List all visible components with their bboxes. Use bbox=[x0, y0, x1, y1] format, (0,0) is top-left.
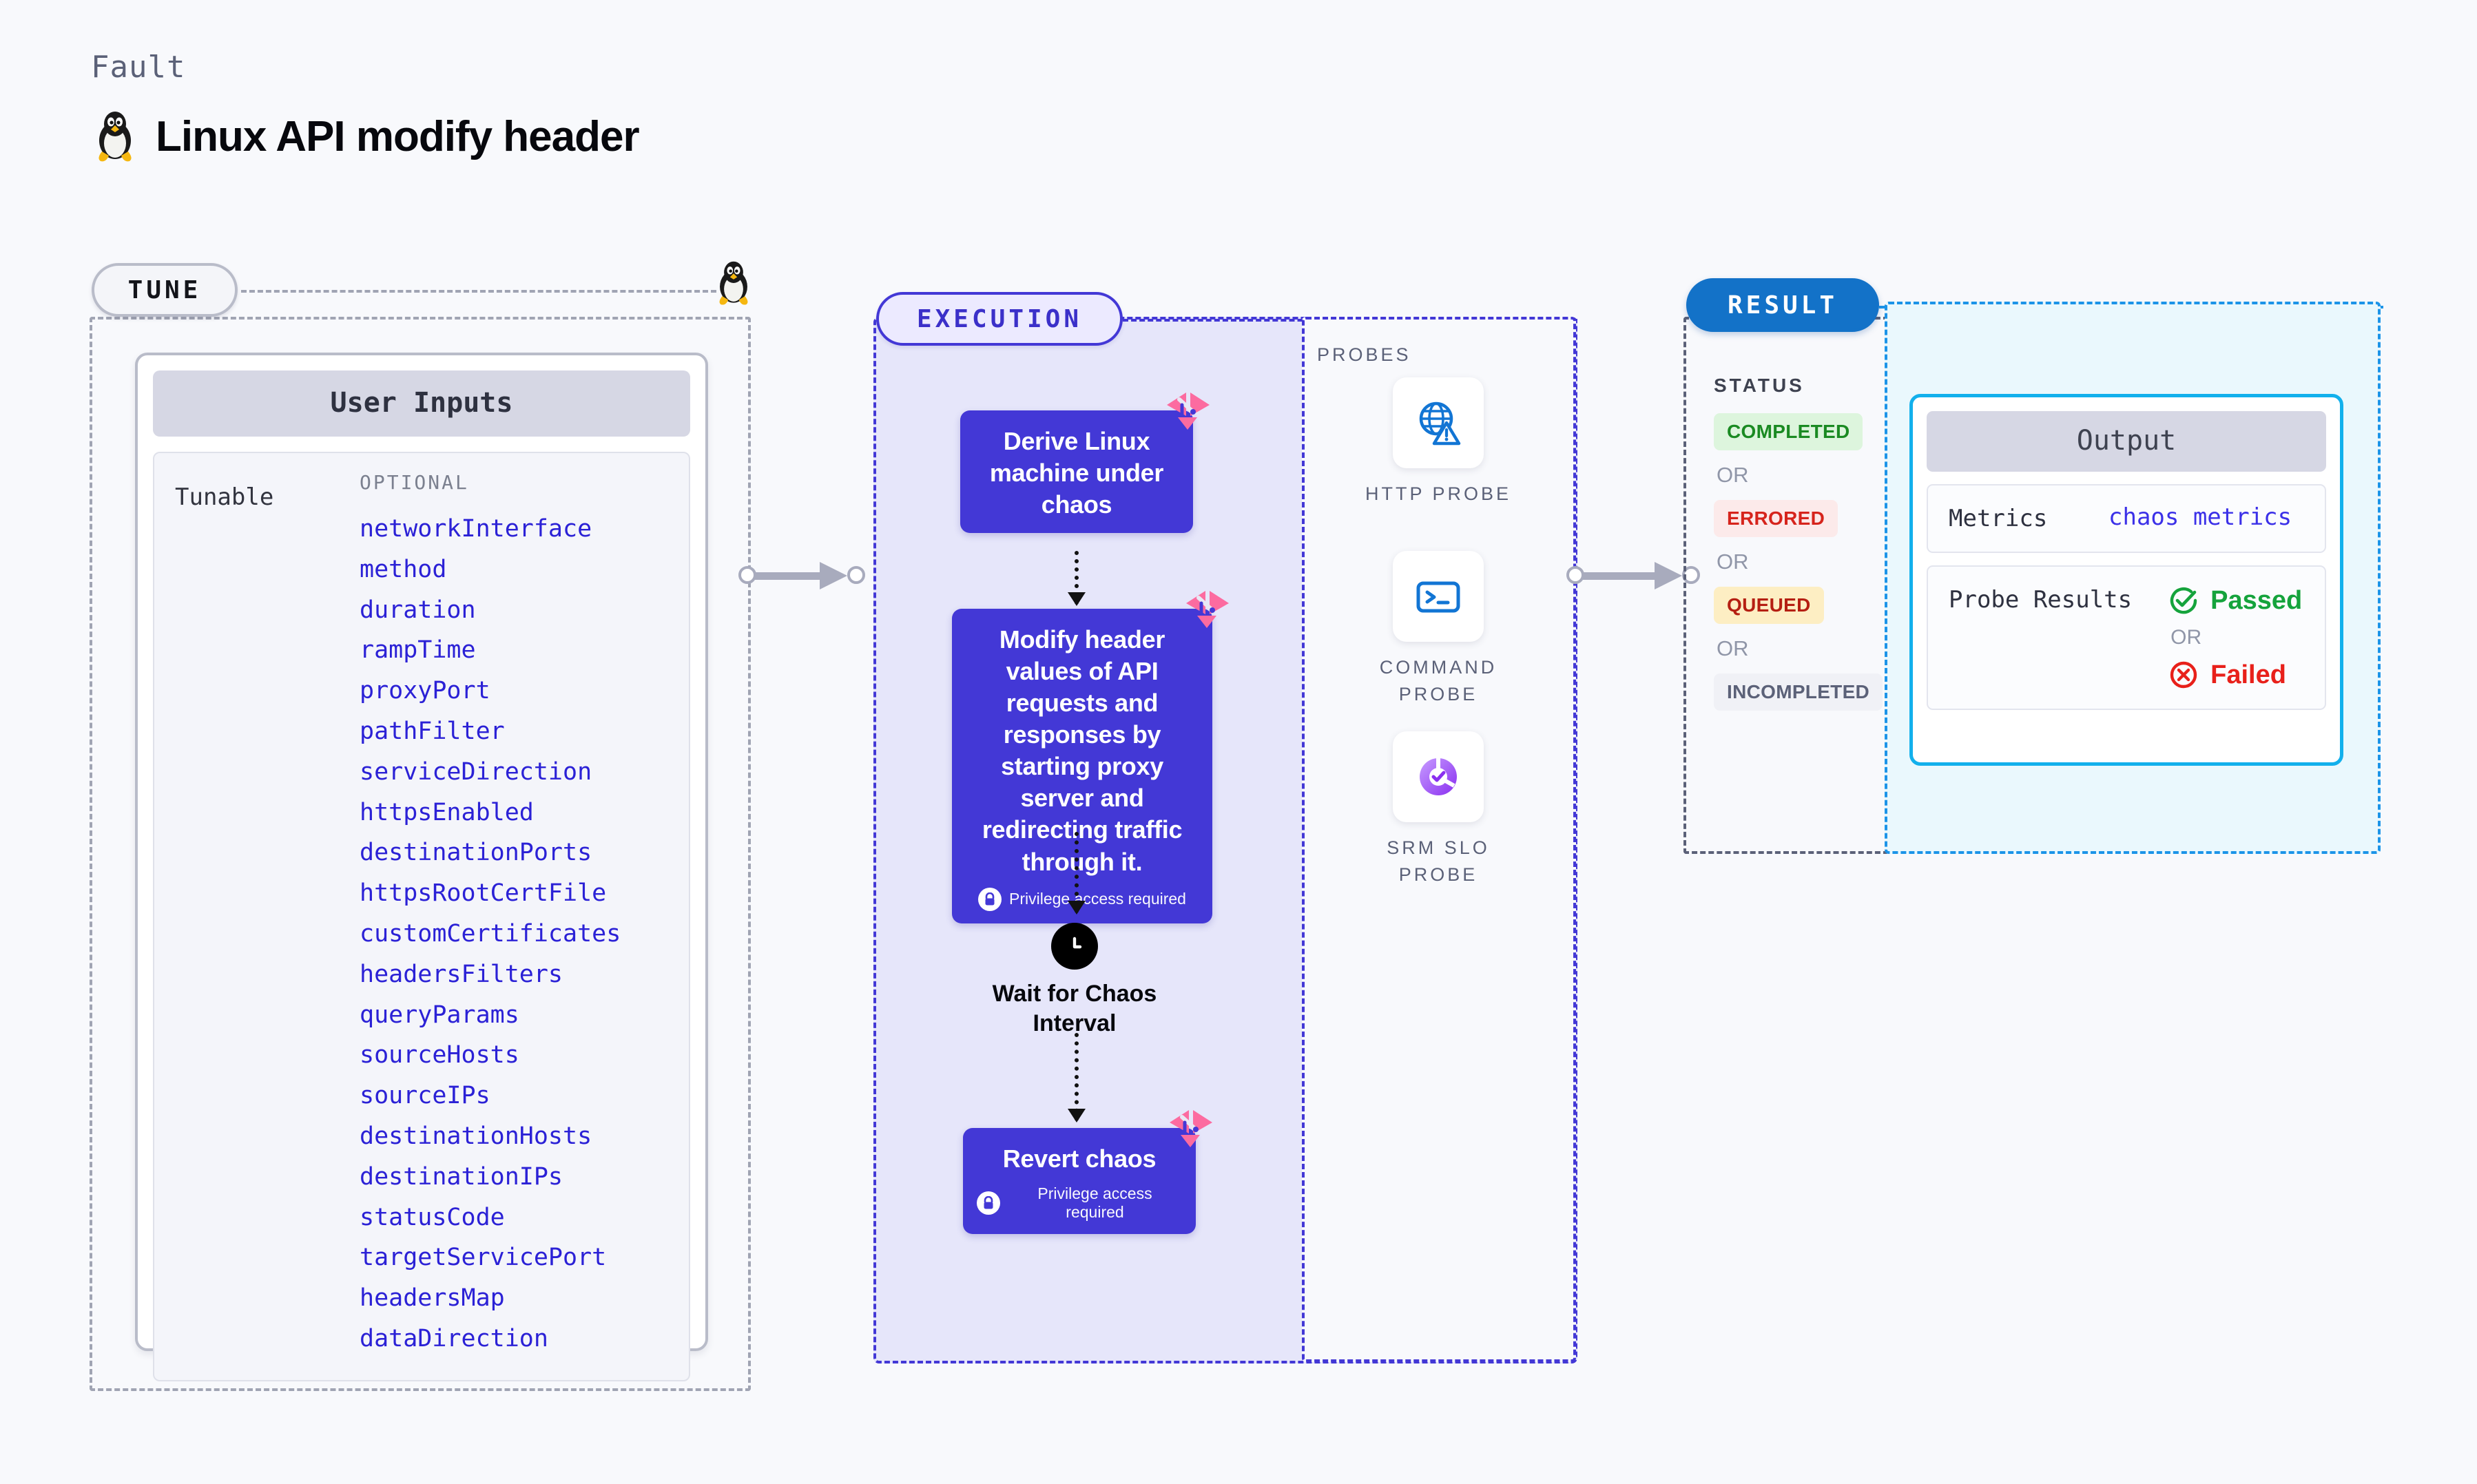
page-title: Linux API modify header bbox=[156, 112, 640, 160]
passed-label: Passed bbox=[2210, 585, 2303, 615]
probe-http[interactable]: HTTP PROBE bbox=[1362, 377, 1514, 508]
privilege-text: Privilege access required bbox=[1037, 1184, 1152, 1222]
status-or-3: OR bbox=[1717, 636, 1749, 660]
execution-step-modify-header[interactable]: Modify header values of API requests and… bbox=[952, 591, 1229, 923]
tunable-group-label: Tunable bbox=[175, 483, 274, 511]
status-badge-errored: ERRORED bbox=[1714, 500, 1838, 537]
x-circle-icon bbox=[2170, 661, 2197, 689]
param-destinationIPs[interactable]: destinationIPs bbox=[360, 1162, 563, 1191]
status-badge-completed: COMPLETED bbox=[1714, 413, 1863, 450]
stage-pill-tune[interactable]: TUNE bbox=[92, 263, 238, 317]
failed-label: Failed bbox=[2210, 660, 2286, 689]
param-dataDirection[interactable]: dataDirection bbox=[360, 1324, 548, 1352]
output-probe-results-row: Probe Results Passed OR Failed bbox=[1927, 565, 2326, 711]
probe-command[interactable]: COMMAND PROBE bbox=[1362, 551, 1514, 708]
probe-results-values: Passed OR Failed bbox=[2168, 585, 2302, 691]
param-destinationHosts[interactable]: destinationHosts bbox=[360, 1122, 592, 1150]
param-targetServicePort[interactable]: targetServicePort bbox=[360, 1244, 607, 1272]
privilege-badge: Privilege access required bbox=[977, 1184, 1182, 1222]
execution-arrow-2 bbox=[1068, 832, 1086, 915]
output-card: Output Metrics chaos metrics Probe Resul… bbox=[1909, 394, 2343, 766]
param-networkInterface[interactable]: networkInterface bbox=[360, 515, 592, 543]
tune-linux-penguin-icon bbox=[715, 260, 752, 306]
param-rampTime[interactable]: rampTime bbox=[360, 636, 476, 665]
user-inputs-card: User Inputs Tunable OPTIONAL networkInte… bbox=[135, 353, 708, 1381]
param-sourceHosts[interactable]: sourceHosts bbox=[360, 1041, 519, 1069]
status-list: COMPLETED OR ERRORED OR QUEUED OR INCOMP… bbox=[1714, 413, 1883, 711]
param-pathFilter[interactable]: pathFilter bbox=[360, 717, 505, 745]
connector-tune-to-execution bbox=[737, 562, 875, 589]
output-title: Output bbox=[1927, 411, 2326, 472]
globe-warning-icon bbox=[1393, 377, 1484, 468]
probes-title: PROBES bbox=[1317, 344, 1411, 365]
execution-step-title: Modify header values of API requests and… bbox=[982, 625, 1183, 876]
lock-icon bbox=[977, 1191, 1000, 1215]
param-httpsEnabled[interactable]: httpsEnabled bbox=[360, 798, 534, 826]
privilege-text: Privilege access required bbox=[1009, 890, 1186, 908]
param-sourceIPs[interactable]: sourceIPs bbox=[360, 1082, 490, 1110]
probes-panel bbox=[1302, 317, 1576, 1362]
param-serviceDirection[interactable]: serviceDirection bbox=[360, 757, 592, 786]
privilege-badge: Privilege access required bbox=[966, 887, 1199, 911]
page-title-row: Linux API modify header bbox=[94, 110, 640, 163]
probe-result-or: OR bbox=[2170, 626, 2202, 649]
execution-arrow-3 bbox=[1068, 1033, 1086, 1122]
status-or-2: OR bbox=[1717, 550, 1749, 574]
output-metrics-row: Metrics chaos metrics bbox=[1927, 484, 2326, 554]
execution-step-title: Revert chaos bbox=[1002, 1145, 1157, 1173]
param-method[interactable]: method bbox=[360, 555, 447, 583]
clock-icon bbox=[1051, 923, 1098, 970]
param-headersMap[interactable]: headersMap bbox=[360, 1284, 505, 1313]
check-circle-icon bbox=[2170, 587, 2197, 614]
linux-penguin-icon bbox=[94, 110, 136, 163]
terminal-icon bbox=[1393, 551, 1484, 642]
param-proxyPort[interactable]: proxyPort bbox=[360, 677, 490, 705]
slo-donut-icon bbox=[1393, 731, 1484, 822]
probe-result-passed: Passed bbox=[2168, 585, 2302, 616]
probe-results-key: Probe Results bbox=[1949, 586, 2133, 614]
user-inputs-body: Tunable OPTIONAL networkInterface method… bbox=[153, 452, 690, 1381]
param-duration[interactable]: duration bbox=[360, 596, 476, 624]
param-destinationPorts[interactable]: destinationPorts bbox=[360, 839, 592, 867]
lock-icon bbox=[978, 887, 1002, 911]
tune-panel bbox=[90, 317, 751, 1391]
param-statusCode[interactable]: statusCode bbox=[360, 1203, 505, 1231]
status-badge-incompleted: INCOMPLETED bbox=[1714, 673, 1883, 711]
probe-srm-slo[interactable]: SRM SLO PROBE bbox=[1362, 731, 1514, 888]
status-badge-queued: QUEUED bbox=[1714, 587, 1824, 624]
execution-arrow-1 bbox=[1068, 551, 1086, 606]
tunable-parameter-list: OPTIONAL networkInterface method duratio… bbox=[360, 471, 668, 1359]
metrics-value-link[interactable]: chaos metrics bbox=[2108, 503, 2292, 531]
execution-step-derive-machine[interactable]: Derive Linux machine under chaos bbox=[960, 393, 1210, 534]
optional-label: OPTIONAL bbox=[360, 471, 469, 494]
user-inputs-title: User Inputs bbox=[153, 370, 690, 437]
wait-for-chaos-interval-node: Wait for Chaos Interval bbox=[985, 923, 1164, 1038]
tune-dashed-connector bbox=[241, 290, 716, 293]
probe-label: HTTP PROBE bbox=[1365, 483, 1512, 504]
metrics-key: Metrics bbox=[1949, 505, 2048, 532]
param-httpsRootCertFile[interactable]: httpsRootCertFile bbox=[360, 879, 607, 908]
probe-label: SRM SLO PROBE bbox=[1387, 837, 1490, 886]
stage-pill-execution[interactable]: EXECUTION bbox=[876, 292, 1123, 346]
stage-pill-result[interactable]: RESULT bbox=[1686, 278, 1879, 332]
param-customCertificates[interactable]: customCertificates bbox=[360, 919, 621, 948]
param-headersFilters[interactable]: headersFilters bbox=[360, 960, 563, 988]
status-title: STATUS bbox=[1714, 375, 1805, 396]
execution-step-revert-chaos[interactable]: Revert chaos Privilege access required bbox=[963, 1110, 1212, 1235]
status-or-1: OR bbox=[1717, 463, 1749, 487]
param-queryParams[interactable]: queryParams bbox=[360, 1001, 519, 1029]
page-eyebrow: Fault bbox=[91, 50, 186, 85]
execution-step-title: Derive Linux machine under chaos bbox=[989, 427, 1164, 519]
wait-node-label: Wait for Chaos Interval bbox=[992, 981, 1157, 1036]
probe-label: COMMAND PROBE bbox=[1379, 657, 1497, 705]
probe-result-failed: Failed bbox=[2168, 659, 2302, 691]
